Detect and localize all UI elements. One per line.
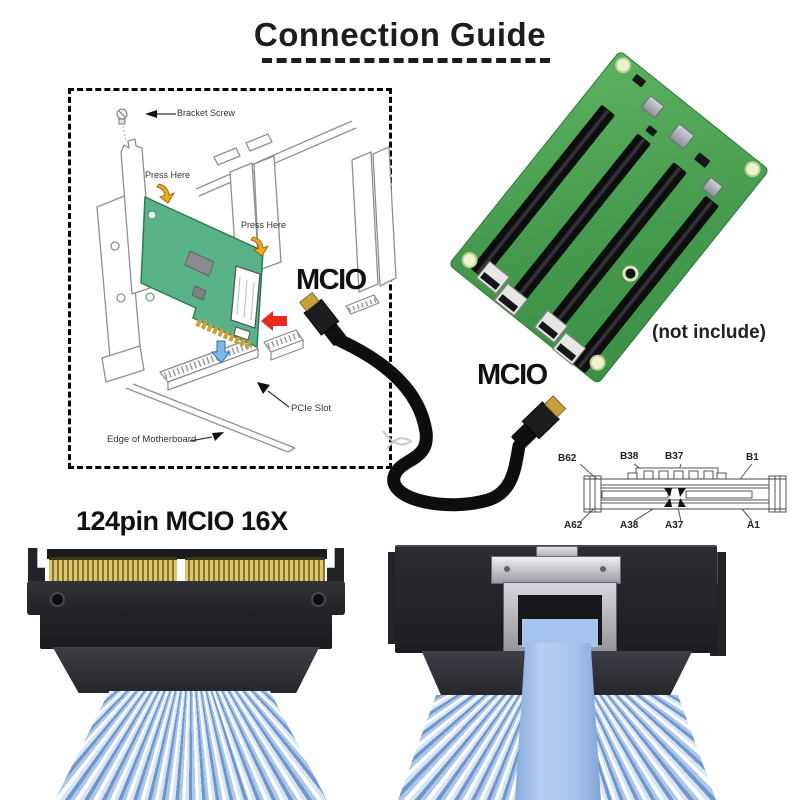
mcio-label-1: MCIO — [296, 264, 367, 296]
connector-top-rail — [47, 549, 327, 559]
page-title: Connection Guide — [253, 16, 547, 53]
bracket-screw-arrow-icon — [145, 110, 176, 118]
mcio-plug-2 — [511, 395, 567, 449]
pin-label-a37: A37 — [665, 520, 684, 531]
mcio-plug-1 — [299, 292, 346, 346]
pcie-slot-drawing — [159, 294, 380, 391]
connector-housing — [27, 581, 345, 615]
cable-tie — [382, 430, 413, 450]
press-here-label-1: Press Here — [145, 170, 191, 180]
press-here-arrow-icon-1 — [156, 183, 175, 204]
pcie-slot-leader-arrow — [257, 382, 290, 408]
press-here-label-2: Press Here — [241, 220, 287, 230]
edge-of-motherboard-leader-arrow — [189, 432, 224, 442]
pinout-drawing — [579, 463, 787, 522]
mcio-cable — [334, 334, 526, 512]
screw-hole — [50, 592, 65, 607]
product-name-label: 124pin MCIO 16X — [76, 506, 288, 536]
bracket-screw-label: Bracket Screw — [177, 108, 236, 118]
connector-base — [40, 613, 332, 649]
card-mcio-socket — [230, 265, 261, 341]
edge-of-motherboard-label: Edge of Motherboard — [107, 434, 197, 445]
not-include-note: (not include) — [652, 322, 766, 343]
pin-label-b38: B38 — [620, 451, 639, 462]
pin-label-b37: B37 — [665, 451, 684, 462]
pcie-slot-label: PCIe Slot — [291, 403, 332, 414]
motherboard-edge-lines — [125, 383, 296, 453]
cable-sleeve — [52, 647, 320, 693]
press-here-arrow-icon-2 — [250, 236, 269, 257]
metal-latch-clip — [503, 582, 617, 658]
bracket-line-art — [96, 120, 397, 383]
latch-screw — [504, 566, 510, 572]
connector-front-photo — [27, 545, 345, 800]
latch-screw — [600, 566, 606, 572]
bracket-screw-icon — [116, 108, 128, 143]
blue-pull-tab — [515, 643, 601, 800]
pin-label-b1: B1 — [746, 452, 759, 463]
pin-label-a62: A62 — [564, 520, 583, 531]
mcio-label-2: MCIO — [477, 359, 548, 391]
screw-hole — [311, 592, 326, 607]
pin-label-a1: A1 — [747, 520, 760, 531]
pull-tab-visible — [522, 619, 598, 647]
pin-label-a38: A38 — [620, 520, 639, 531]
red-arrow-icon — [261, 311, 287, 331]
pin-label-b62: B62 — [558, 453, 577, 464]
title-underline — [262, 58, 550, 63]
connector-back-photo — [388, 543, 726, 800]
blue-down-arrow-icon — [210, 340, 232, 364]
